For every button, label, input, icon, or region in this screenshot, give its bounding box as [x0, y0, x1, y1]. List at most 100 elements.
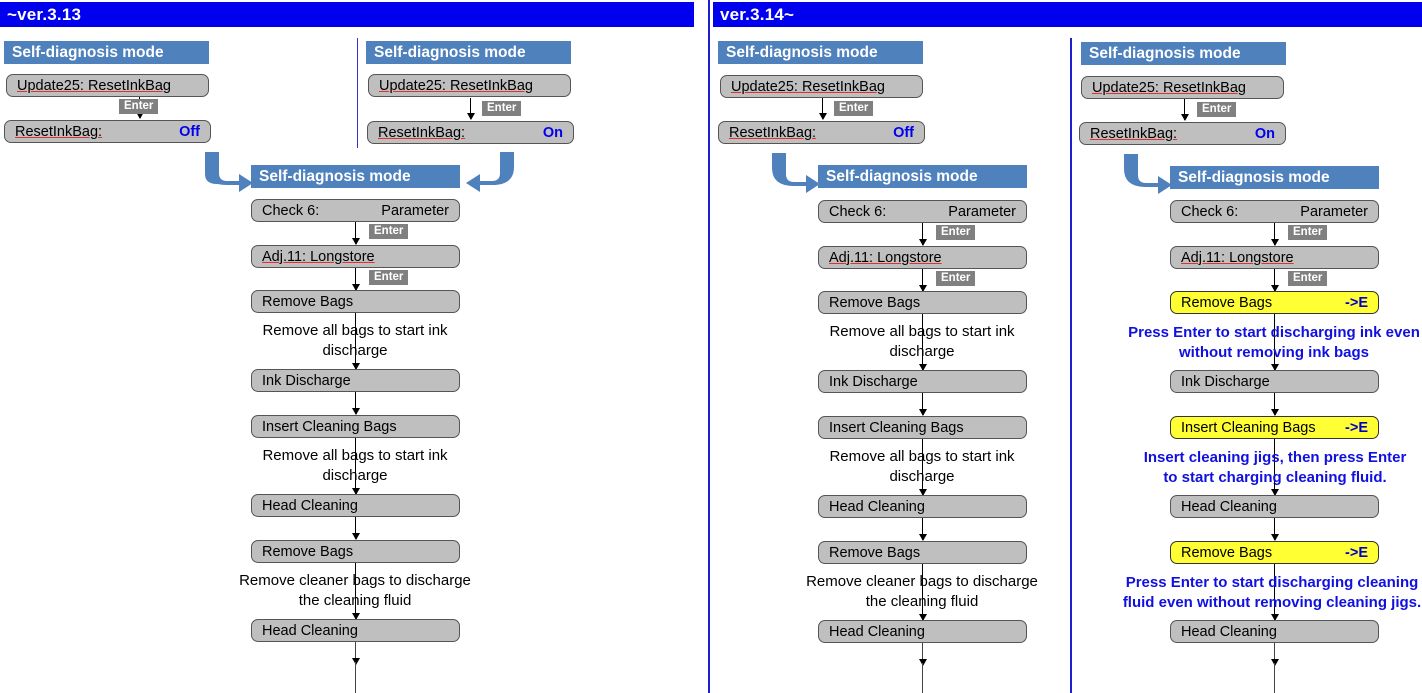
lcd-label: Update25: ResetInkBag	[731, 79, 885, 95]
lcd-label: Remove Bags	[262, 294, 354, 310]
lcd-step-inkdischarge-314off[interactable]: Ink Discharge	[818, 370, 1027, 393]
caption-press-enter-ink: Press Enter to start discharging ink eve…	[1128, 324, 1420, 361]
lcd-label: Head Cleaning	[829, 624, 925, 640]
lcd-step-adj11-314off[interactable]: Adj.11: Longstore	[818, 246, 1027, 269]
connector-arrow	[818, 98, 827, 120]
connector-arrow	[1270, 269, 1279, 292]
lcd-value: ->E	[1345, 295, 1368, 311]
connector-line-tail	[922, 663, 923, 693]
caption-remove-all-bags: Remove all bags to start ink discharge	[829, 323, 1015, 360]
connector-arrow	[918, 482, 927, 496]
lcd-resetinkbag-col1[interactable]: ResetInkBag: Off	[4, 120, 211, 143]
connector-line-tail	[355, 662, 356, 693]
lcd-step-headcleaning2-314on[interactable]: Head Cleaning	[1170, 620, 1379, 643]
lcd-step-removebags2-314on[interactable]: Remove Bags ->E	[1170, 541, 1379, 564]
lcd-label: Insert Cleaning Bags	[1181, 420, 1316, 436]
lcd-label: Ink Discharge	[1181, 374, 1270, 390]
lcd-update25-col2[interactable]: Update25: ResetInkBag	[368, 74, 571, 97]
lcd-step-removebags2-313[interactable]: Remove Bags	[251, 540, 460, 563]
section-head-col4: Self-diagnosis mode	[1081, 42, 1286, 65]
elbow-arrow-left-icon	[466, 152, 514, 192]
connector-arrow	[351, 481, 360, 495]
connector-arrow	[918, 357, 927, 371]
lcd-label: Update25: ResetInkBag	[379, 78, 533, 94]
lcd-step-removebags-313[interactable]: Remove Bags	[251, 290, 460, 313]
lcd-step-headcleaning-313[interactable]: Head Cleaning	[251, 494, 460, 517]
lcd-update25-col4[interactable]: Update25: ResetInkBag	[1081, 76, 1284, 99]
caption-remove-cleaner-bags: Remove cleaner bags to discharge the cle…	[806, 573, 1038, 610]
lcd-step-removebags-314off[interactable]: Remove Bags	[818, 291, 1027, 314]
enter-badge: Enter	[369, 224, 409, 239]
section-head-col1: Self-diagnosis mode	[4, 41, 209, 64]
lcd-label: Head Cleaning	[262, 498, 358, 514]
lcd-step-check6-313[interactable]: Check 6: Parameter	[251, 199, 460, 222]
lcd-step-headcleaning-314on[interactable]: Head Cleaning	[1170, 495, 1379, 518]
lcd-step-headcleaning2-314off[interactable]: Head Cleaning	[818, 620, 1027, 643]
connector-arrow	[351, 268, 360, 291]
connector-arrow	[918, 223, 927, 246]
enter-badge: Enter	[1288, 271, 1328, 286]
section-head-flow-314off: Self-diagnosis mode	[818, 165, 1027, 188]
connector-line	[922, 314, 923, 362]
lcd-label: Head Cleaning	[1181, 624, 1277, 640]
connector-line	[355, 313, 356, 361]
lcd-resetinkbag-col3[interactable]: ResetInkBag: Off	[718, 121, 925, 144]
elbow-arrow-right-icon	[1124, 154, 1172, 194]
lcd-update25-col3[interactable]: Update25: ResetInkBag	[720, 75, 923, 98]
lcd-label: Adj.11: Longstore	[1181, 250, 1294, 266]
lcd-step-inkdischarge-313[interactable]: Ink Discharge	[251, 369, 460, 392]
lcd-step-removebags2-314off[interactable]: Remove Bags	[818, 541, 1027, 564]
lcd-update25-col1[interactable]: Update25: ResetInkBag	[6, 74, 209, 97]
connector-arrow-tail	[918, 643, 927, 666]
lcd-resetinkbag-col2[interactable]: ResetInkBag: On	[367, 121, 574, 144]
lcd-label: Insert Cleaning Bags	[829, 420, 964, 436]
lcd-step-check6-314on[interactable]: Check 6: Parameter	[1170, 200, 1379, 223]
lcd-label: Head Cleaning	[262, 623, 358, 639]
lcd-step-insertcleaning-313[interactable]: Insert Cleaning Bags	[251, 415, 460, 438]
version-banner-right: ver.3.14~	[713, 2, 1422, 27]
connector-arrow	[351, 356, 360, 370]
lcd-step-adj11-313[interactable]: Adj.11: Longstore	[251, 245, 460, 268]
lcd-label: Check 6:	[1181, 204, 1239, 220]
lcd-step-inkdischarge-314on[interactable]: Ink Discharge	[1170, 370, 1379, 393]
connector-line	[1274, 439, 1275, 487]
lcd-value: Parameter	[948, 204, 1016, 220]
divider-col1-col2	[357, 38, 358, 148]
lcd-label: Ink Discharge	[262, 373, 351, 389]
lcd-step-removebags-314on[interactable]: Remove Bags ->E	[1170, 291, 1379, 314]
lcd-step-check6-314off[interactable]: Check 6: Parameter	[818, 200, 1027, 223]
lcd-label: ResetInkBag:	[729, 125, 817, 141]
lcd-step-headcleaning2-313[interactable]: Head Cleaning	[251, 619, 460, 642]
lcd-label: Insert Cleaning Bags	[262, 419, 397, 435]
divider-col3-col4	[1070, 38, 1072, 693]
enter-badge: Enter	[369, 270, 409, 285]
connector-arrow	[1270, 607, 1279, 621]
lcd-value: Parameter	[381, 203, 449, 219]
caption-insert-jigs: Insert cleaning jigs, then press Enter t…	[1143, 449, 1407, 486]
lcd-step-insertcleaning-314on[interactable]: Insert Cleaning Bags ->E	[1170, 416, 1379, 439]
enter-badge: Enter	[1288, 225, 1328, 240]
lcd-label: Check 6:	[262, 203, 320, 219]
connector-arrow-tail	[1270, 643, 1279, 666]
lcd-step-insertcleaning-314off[interactable]: Insert Cleaning Bags	[818, 416, 1027, 439]
section-head-flow-314on: Self-diagnosis mode	[1170, 166, 1379, 189]
connector-line	[1274, 564, 1275, 612]
lcd-label: Adj.11: Longstore	[829, 250, 942, 266]
lcd-value: Off	[179, 124, 200, 140]
lcd-step-headcleaning-314off[interactable]: Head Cleaning	[818, 495, 1027, 518]
lcd-label: ResetInkBag:	[378, 125, 466, 141]
connector-line	[1274, 314, 1275, 362]
lcd-resetinkbag-col4[interactable]: ResetInkBag: On	[1079, 122, 1286, 145]
caption-remove-all-bags-2: Remove all bags to start ink discharge	[262, 447, 448, 484]
elbow-arrow-right-icon	[205, 152, 253, 192]
lcd-label: Check 6:	[829, 204, 887, 220]
enter-badge: Enter	[482, 101, 522, 116]
lcd-step-adj11-314on[interactable]: Adj.11: Longstore	[1170, 246, 1379, 269]
lcd-value: ->E	[1345, 420, 1368, 436]
connector-line	[355, 438, 356, 486]
lcd-label: Update25: ResetInkBag	[17, 78, 171, 94]
lcd-value: On	[542, 125, 563, 141]
connector-arrow-tail	[351, 642, 360, 665]
connector-arrow	[351, 517, 360, 540]
